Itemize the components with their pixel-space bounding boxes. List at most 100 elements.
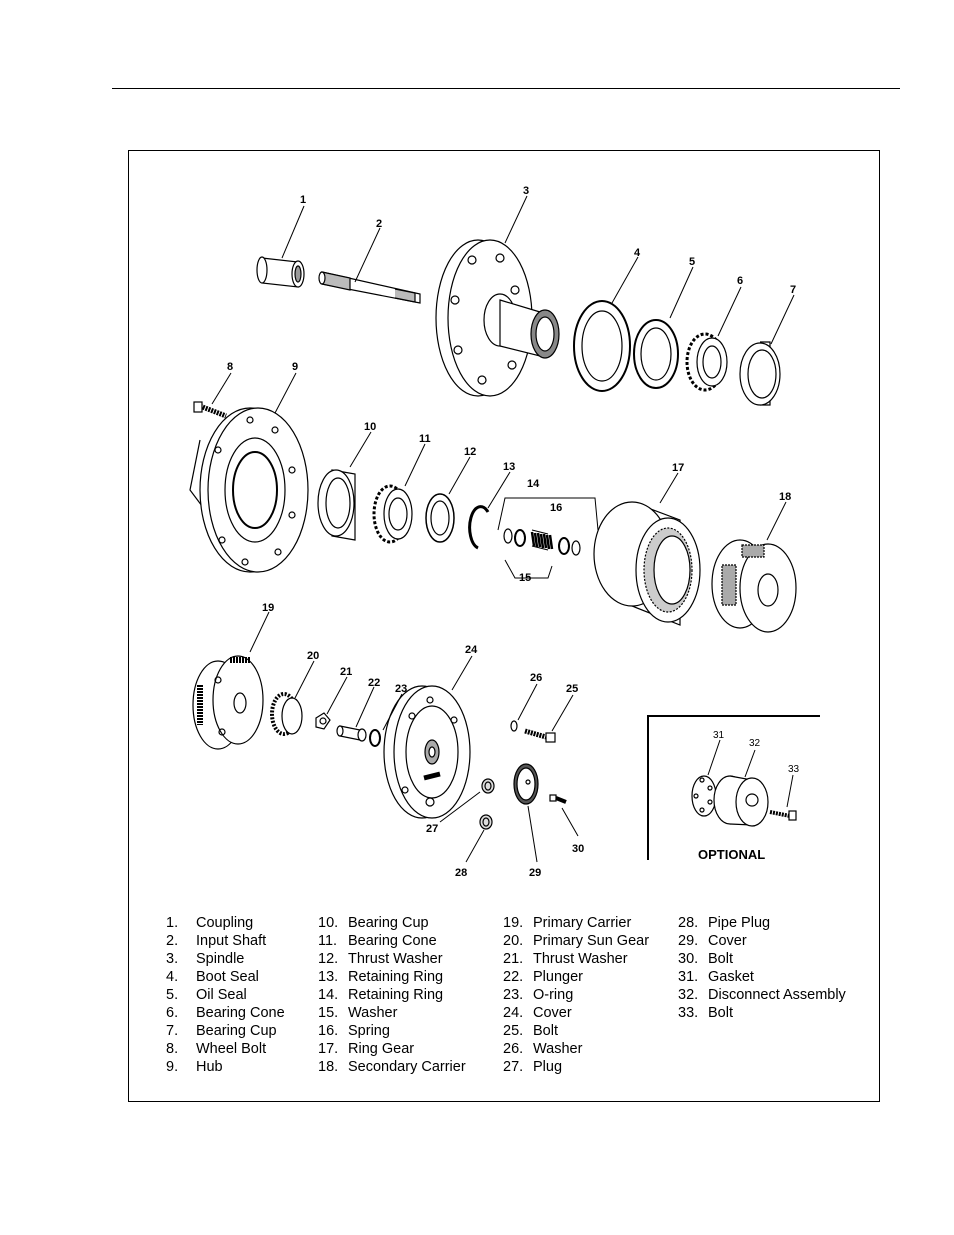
legend-label: Ring Gear <box>348 1041 415 1057</box>
legend-number: 7. <box>166 1023 179 1039</box>
legend-label: Oil Seal <box>196 987 247 1003</box>
part-hub <box>189 407 309 573</box>
legend-item: 16.Spring <box>318 1022 466 1040</box>
legend-label: Washer <box>348 1005 398 1021</box>
legend-label: Spring <box>348 1023 390 1039</box>
legend-item: 11.Bearing Cone <box>318 932 466 950</box>
legend-number: 18. <box>318 1059 339 1075</box>
callout-8: 8 <box>227 361 233 373</box>
legend-label: Wheel Bolt <box>196 1041 267 1057</box>
callout-7: 7 <box>790 284 796 296</box>
legend-item: 28.Pipe Plug <box>678 914 846 932</box>
legend-label: Plug <box>533 1059 563 1075</box>
callout-10: 10 <box>364 421 376 433</box>
callout-4: 4 <box>634 247 641 259</box>
legend-label: Bolt <box>708 1005 733 1021</box>
part-o-ring <box>369 729 381 747</box>
legend-item: 29.Cover <box>678 932 846 950</box>
legend-number: 27. <box>503 1059 524 1075</box>
legend-number: 2. <box>166 933 179 949</box>
callout-14: 14 <box>527 478 540 490</box>
legend-number: 32. <box>678 987 699 1003</box>
legend-item: 25. Bolt <box>503 1022 649 1040</box>
callout-19: 19 <box>262 602 274 614</box>
legend-item: 10.Bearing Cup <box>318 914 466 932</box>
part-pipe-plug <box>479 814 493 830</box>
legend-item: 3.Spindle <box>166 950 285 968</box>
callout-25: 25 <box>566 683 578 695</box>
callout-18: 18 <box>779 491 791 503</box>
legend-number: 5. <box>166 987 179 1003</box>
callout-15: 15 <box>519 572 531 584</box>
legend-item: 19.Primary Carrier <box>503 914 649 932</box>
part-bolt-25 <box>524 728 556 743</box>
callout-28: 28 <box>455 867 467 879</box>
legend-item: 15.Washer <box>318 1004 466 1022</box>
legend-item: 20.Primary Sun Gear <box>503 932 649 950</box>
legend-number: 31. <box>678 969 699 985</box>
callout-33: 33 <box>788 764 800 775</box>
legend-item: 24.Cover <box>503 1004 649 1022</box>
part-cover <box>383 685 471 819</box>
callout-3: 3 <box>523 185 529 197</box>
legend-number: 28. <box>678 915 699 931</box>
legend-label: Primary Carrier <box>533 915 632 931</box>
part-input-shaft <box>318 271 421 304</box>
callout-24: 24 <box>465 644 478 656</box>
legend-label: Thrust Washer <box>533 951 628 967</box>
legend-label: Bolt <box>533 1023 558 1039</box>
part-wheel-bolt <box>193 401 227 419</box>
legend-number: 23. <box>503 987 524 1003</box>
legend-item: 1.Coupling <box>166 914 285 932</box>
legend-label: Bearing Cone <box>196 1005 285 1021</box>
part-spring-assembly <box>503 528 581 556</box>
callout-27: 27 <box>426 823 438 835</box>
legend-label: Primary Sun Gear <box>533 933 650 949</box>
legend-item: 31.Gasket <box>678 968 846 986</box>
part-retaining-ring-13 <box>468 505 490 550</box>
callout-16: 16 <box>550 502 562 514</box>
part-bearing-cup <box>739 341 781 406</box>
part-coupling <box>256 256 305 288</box>
part-thrust-washer <box>425 493 455 543</box>
part-washer-26 <box>510 720 518 732</box>
callout-17: 17 <box>672 462 684 474</box>
legend-number: 13. <box>318 969 339 985</box>
part-cover-29 <box>513 763 539 805</box>
part-disconnect-assembly <box>713 775 769 827</box>
leader-lines <box>211 195 795 863</box>
legend-label: Bearing Cup <box>196 1023 277 1039</box>
part-thrust-washer-21 <box>315 712 331 730</box>
legend-column-2: 10.Bearing Cup 11.Bearing Cone 12.Thrust… <box>318 914 466 1076</box>
callout-6: 6 <box>737 275 743 287</box>
legend-item: 9.Hub <box>166 1058 285 1076</box>
legend-label: Bearing Cone <box>348 933 437 949</box>
legend-label: Thrust Washer <box>348 951 443 967</box>
callout-32: 32 <box>749 738 761 749</box>
callout-31: 31 <box>713 730 725 741</box>
legend-item: 21.Thrust Washer <box>503 950 649 968</box>
legend-item: 33.Bolt <box>678 1004 846 1022</box>
legend-label: Retaining Ring <box>348 969 444 985</box>
callout-5: 5 <box>689 256 695 268</box>
legend-number: 24. <box>503 1005 524 1021</box>
part-primary-sun-gear <box>270 692 303 736</box>
callout-22: 22 <box>368 677 380 689</box>
legend-number: 25. <box>503 1023 524 1039</box>
legend-label: Hub <box>196 1059 223 1075</box>
header-rule <box>112 88 900 89</box>
part-spindle <box>435 239 560 397</box>
legend-label: Secondary Carrier <box>348 1059 466 1075</box>
legend-number: 10. <box>318 915 339 931</box>
legend-item: 26.Washer <box>503 1040 649 1058</box>
legend-item: 23.O-ring <box>503 986 649 1004</box>
callout-21: 21 <box>340 666 352 678</box>
legend-label: Boot Seal <box>196 969 259 985</box>
legend-item: 12.Thrust Washer <box>318 950 466 968</box>
bracket-15 <box>504 559 553 579</box>
legend-item: 32.Disconnect Assembly <box>678 986 846 1004</box>
callout-20: 20 <box>307 650 319 662</box>
legend-item: 22.Plunger <box>503 968 649 986</box>
part-plunger <box>336 725 367 742</box>
legend-item: 13. Retaining Ring <box>318 968 466 986</box>
